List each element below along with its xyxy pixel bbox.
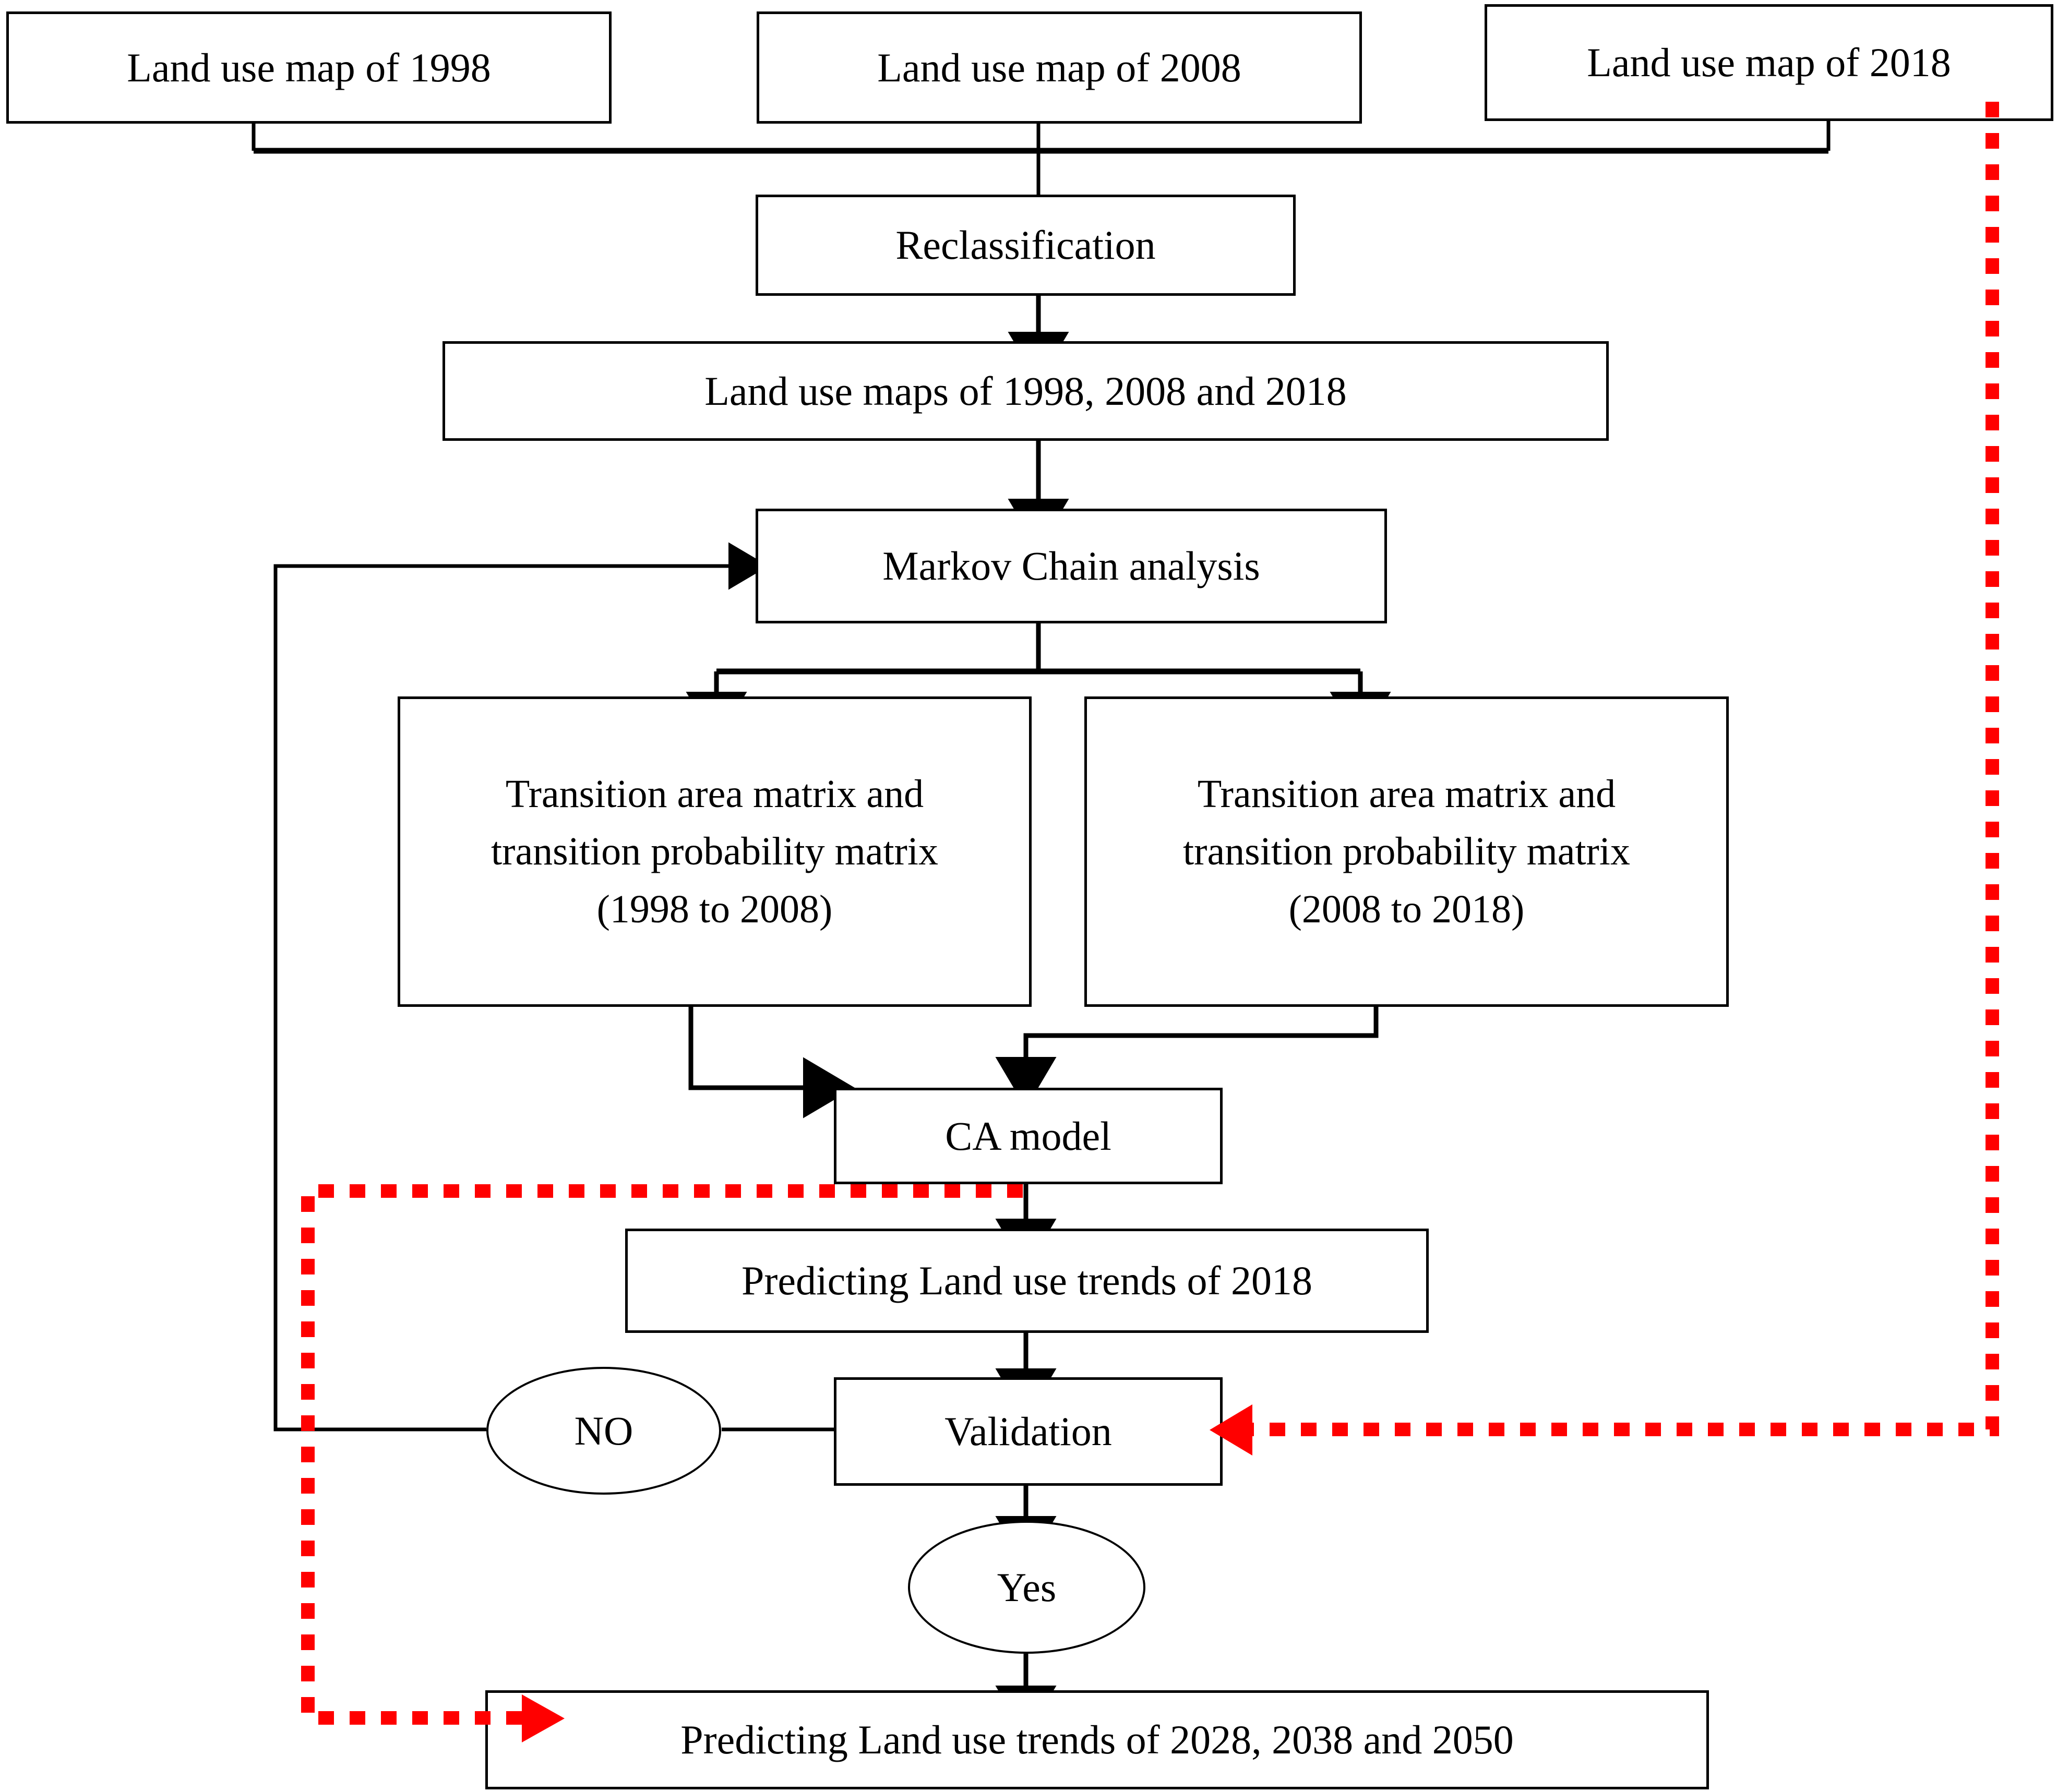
node-label: Reclassification <box>895 222 1156 268</box>
node-validation[interactable]: Validation <box>834 1377 1223 1486</box>
node-ca-model[interactable]: CA model <box>834 1088 1223 1184</box>
node-label: Predicting Land use trends of 2028, 2038… <box>680 1717 1514 1763</box>
node-label-line2: transition probability matrix <box>491 829 938 874</box>
node-label-line3: (1998 to 2008) <box>596 887 833 931</box>
node-land-use-maps-combined[interactable]: Land use maps of 1998, 2008 and 2018 <box>443 341 1609 441</box>
node-decision-no[interactable]: NO <box>486 1367 721 1495</box>
node-label-line3: (2008 to 2018) <box>1288 887 1525 931</box>
node-label: Validation <box>944 1409 1112 1454</box>
node-decision-yes[interactable]: Yes <box>908 1521 1145 1654</box>
node-reclassification[interactable]: Reclassification <box>756 195 1296 296</box>
node-transition-matrix-1998-2008[interactable]: Transition area matrix and transition pr… <box>398 696 1032 1007</box>
node-label-line2: transition probability matrix <box>1183 829 1630 874</box>
node-label: Land use maps of 1998, 2008 and 2018 <box>704 368 1347 414</box>
node-label: Land use map of 2018 <box>1587 40 1951 86</box>
node-label: Predicting Land use trends of 2018 <box>742 1258 1312 1304</box>
node-label: Markov Chain analysis <box>882 543 1260 589</box>
node-land-use-map-1998[interactable]: Land use map of 1998 <box>6 11 612 124</box>
node-transition-matrix-2008-2018[interactable]: Transition area matrix and transition pr… <box>1084 696 1729 1007</box>
node-markov-chain-analysis[interactable]: Markov Chain analysis <box>756 509 1387 623</box>
node-label-line1: Transition area matrix and <box>1197 772 1616 816</box>
node-label: Land use map of 1998 <box>127 44 491 90</box>
node-label: CA model <box>945 1113 1111 1159</box>
node-predicting-future[interactable]: Predicting Land use trends of 2028, 2038… <box>485 1690 1709 1789</box>
node-land-use-map-2018[interactable]: Land use map of 2018 <box>1485 4 2053 121</box>
node-label: Yes <box>997 1564 1057 1610</box>
node-label-line1: Transition area matrix and <box>505 772 924 816</box>
node-label: NO <box>574 1408 633 1453</box>
node-label: Land use map of 2008 <box>877 44 1241 90</box>
node-land-use-map-2008[interactable]: Land use map of 2008 <box>757 11 1362 124</box>
node-predicting-2018[interactable]: Predicting Land use trends of 2018 <box>625 1229 1429 1333</box>
